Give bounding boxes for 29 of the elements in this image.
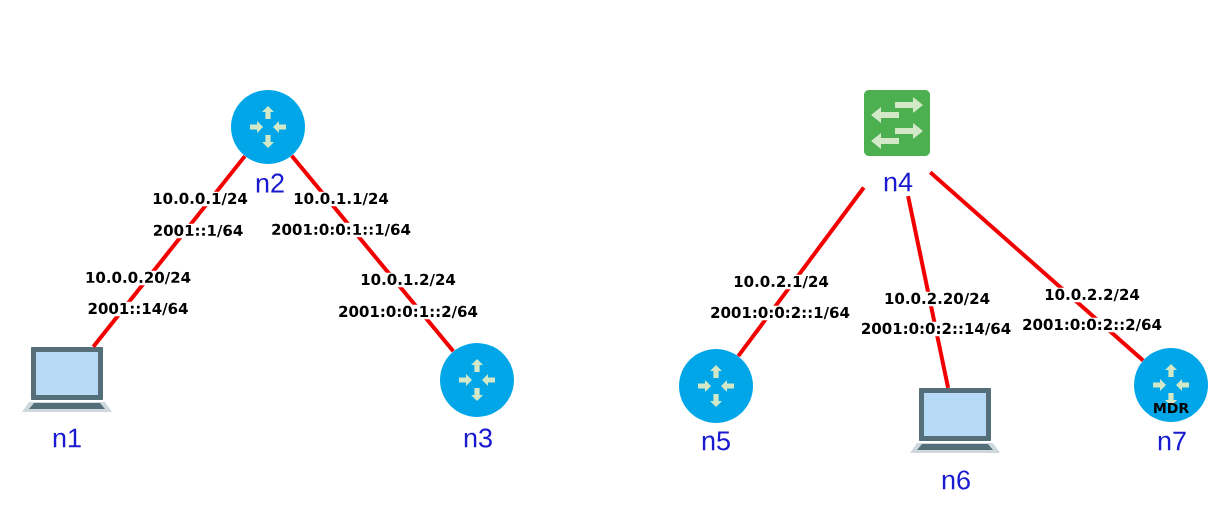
node-label: n7: [1158, 431, 1186, 451]
link-line: [928, 170, 1145, 362]
address-label: 10.0.1.2/24: [359, 272, 457, 288]
address-label: 2001:0:0:2::2/64: [1021, 317, 1163, 333]
address-label: 10.0.0.20/24: [83, 270, 193, 286]
address-label: 10.0.1.1/24: [292, 191, 390, 207]
switch-node: n4: [864, 90, 930, 192]
address-label: 10.0.0.1/24: [151, 191, 249, 207]
router-node: n5: [679, 349, 753, 451]
laptop-node: n1: [22, 347, 112, 448]
router-node: n3: [440, 343, 514, 448]
node-label: n6: [942, 470, 970, 490]
address-label: 2001::1/64: [151, 223, 245, 239]
address-label: 10.0.2.1/24: [732, 274, 830, 290]
laptop-node: n6: [910, 388, 1000, 490]
node-label: n2: [256, 173, 284, 193]
node-label: n5: [702, 431, 730, 451]
link-line: [736, 186, 866, 358]
router-node: MDR n7: [1134, 348, 1208, 451]
address-label: 2001:0:0:2::14/64: [859, 321, 1013, 337]
address-label: 10.0.2.20/24: [883, 291, 992, 307]
node-label: n3: [464, 428, 492, 448]
address-label: 2001:0:0:1::1/64: [270, 222, 412, 238]
router-node: n2: [231, 90, 305, 193]
address-label: 10.0.2.2/24: [1043, 287, 1141, 303]
link-line: [906, 195, 951, 389]
node-label: n1: [53, 428, 81, 448]
address-label: 2001:0:0:1::2/64: [337, 304, 479, 320]
node-label: n4: [884, 172, 913, 192]
